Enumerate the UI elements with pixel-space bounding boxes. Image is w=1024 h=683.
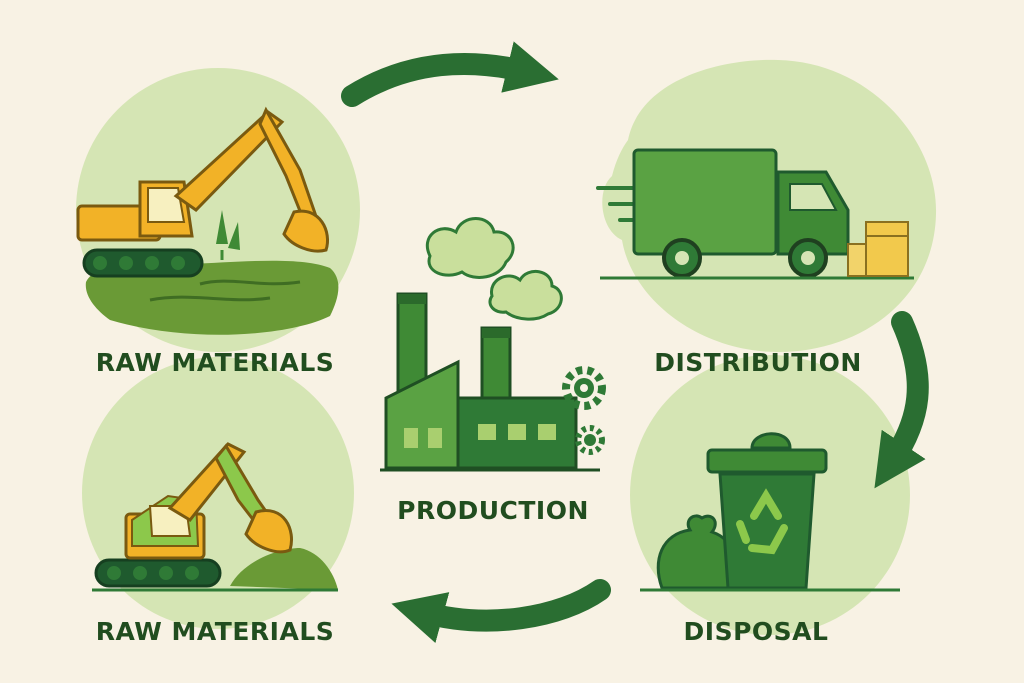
production-label: PRODUCTION: [397, 496, 589, 525]
cycle-arrow-icon: [341, 41, 929, 644]
excavator-icon: [92, 442, 338, 592]
delivery-truck-icon: [596, 148, 914, 280]
factory-icon: [380, 217, 606, 472]
arrow-right: [874, 311, 929, 489]
gear-icon: [562, 366, 606, 410]
arrow-top: [341, 41, 559, 107]
gear-icon: [575, 425, 605, 455]
raw-materials-top-label: RAW MATERIALS: [95, 348, 335, 377]
distribution-label: DISTRIBUTION: [654, 348, 862, 377]
recycling-bin-icon: [640, 432, 900, 592]
recycle-symbol-icon: [736, 488, 788, 555]
arrow-bottom: [391, 579, 611, 644]
raw-materials-bottom-label: RAW MATERIALS: [95, 617, 335, 646]
excavator-icon: [76, 106, 339, 335]
disposal-label: DISPOSAL: [683, 617, 829, 646]
